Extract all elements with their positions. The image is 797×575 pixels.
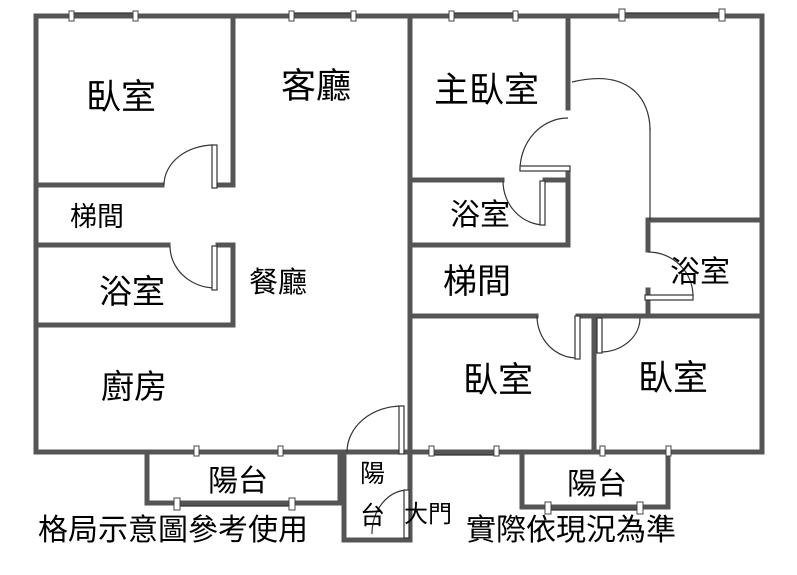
caption-disclaimer-left: 格局示意圖參考使用	[38, 513, 308, 548]
door-sliding-arc	[571, 78, 651, 131]
window-ne-mark-a	[618, 8, 626, 22]
windows	[68, 8, 726, 515]
label-bath-west: 浴室	[99, 272, 165, 311]
window-living-mark-a	[288, 10, 295, 22]
label-living-room: 客廳	[281, 67, 351, 107]
label-stair-east: 梯間	[443, 262, 511, 302]
window-kitchen-mark-a	[193, 445, 200, 457]
window-nw-mark-a	[68, 10, 75, 22]
window-balcony-east-mark-a	[544, 501, 552, 515]
door-kitchen-balcony-arc	[346, 405, 403, 453]
walls	[33, 13, 765, 543]
label-bath-east: 浴室	[670, 255, 730, 290]
label-bedroom-south-b: 臥室	[638, 359, 708, 399]
door-bedroom-nw-leaf	[211, 144, 218, 189]
label-balcony-west: 陽台	[208, 464, 268, 499]
window-bedroom-south-b-mark-b	[665, 445, 672, 457]
door-main-arc	[371, 489, 409, 535]
label-bedroom-nw: 臥室	[86, 78, 156, 118]
window-living-mark-b	[350, 10, 357, 22]
window-bedroom-south-a-mark-b	[493, 445, 500, 457]
door-bath-west-leaf	[211, 245, 218, 291]
door-bath-master-arc	[502, 180, 546, 226]
label-dining-room: 餐廳	[249, 265, 307, 299]
door-bedroom-south-a-arc	[536, 315, 578, 359]
door-kitchen-balcony-leaf	[398, 405, 405, 455]
caption-disclaimer-right: 實際依現況為準	[466, 513, 676, 548]
window-master-mark-a	[448, 10, 455, 22]
window-bedroom-south-a-mark-a	[428, 445, 435, 457]
door-bedroom-south-a-leaf	[574, 315, 581, 360]
door-bedroom-south-b-arc	[599, 317, 641, 353]
door-master-arc	[519, 117, 569, 171]
door-main-leaf	[403, 489, 410, 539]
window-balcony-west-mark-b	[288, 497, 296, 511]
balcony-east-wall	[519, 449, 671, 510]
window-nw-mark-b	[132, 10, 139, 22]
label-stair-west: 梯間	[70, 202, 124, 233]
door-bath-east-arc	[647, 251, 694, 297]
label-master-bedroom: 主臥室	[434, 71, 539, 111]
balcony-center-wall	[341, 449, 413, 543]
label-balcony-center-bottom: 台	[360, 501, 385, 530]
door-master-leaf	[519, 165, 571, 172]
label-bedroom-south-a: 臥室	[463, 361, 533, 401]
balcony-west-wall	[144, 449, 343, 506]
window-kitchen-mark-b	[277, 445, 284, 457]
window-master-mark-b	[512, 10, 519, 22]
room-labels: 臥室 客廳 主臥室 梯間 浴室 浴室 餐廳 梯間 浴室 廚房 臥室 臥室 陽台 …	[70, 67, 730, 530]
door-bedroom-nw-arc	[163, 144, 215, 186]
window-bedroom-south-b-mark-a	[599, 445, 606, 457]
outer-wall	[33, 13, 765, 455]
window-balcony-east-mark-b	[636, 501, 644, 515]
window-balcony-west-mark-a	[173, 497, 181, 511]
doors	[163, 78, 694, 539]
label-main-door: 大門	[404, 500, 452, 528]
label-balcony-east: 陽台	[567, 467, 627, 502]
label-balcony-center-top: 陽	[360, 459, 385, 488]
door-bath-east-leaf	[644, 294, 694, 301]
door-bath-master-leaf	[539, 180, 546, 226]
label-bath-master: 浴室	[450, 198, 510, 233]
window-ne-mark-b	[718, 8, 726, 22]
door-bedroom-south-b-leaf	[596, 317, 603, 354]
door-bath-west-arc	[169, 245, 215, 289]
label-kitchen: 廚房	[101, 367, 167, 406]
